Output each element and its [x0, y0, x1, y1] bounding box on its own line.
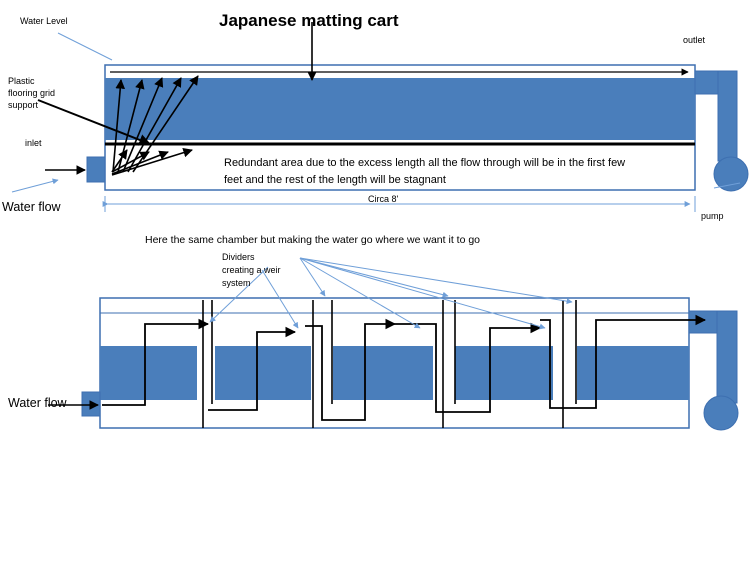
water-flow-pointer-line [11, 178, 59, 193]
water-flow-label-top: Water flow [2, 200, 62, 214]
circa-label: Circa 8' [368, 194, 399, 204]
bottom-water-section-1 [100, 346, 197, 400]
plastic-label-line2: flooring grid [8, 88, 55, 98]
diagram-title: Japanese matting cart [219, 11, 399, 30]
dividers-label-line3: system [222, 278, 251, 288]
top-outlet-pipe-vertical [717, 70, 738, 162]
water-level-label: Water Level [20, 16, 68, 26]
dividers-label-line2: creating a weir [222, 265, 281, 275]
bottom-pump [703, 395, 739, 431]
redundant-area-line2: feet and the rest of the length will be … [224, 174, 446, 186]
top-water-body [105, 78, 695, 140]
top-pump [713, 156, 749, 192]
plastic-label-line1: Plastic [8, 76, 35, 86]
bottom-water-section-3 [333, 346, 433, 400]
redundant-area-line1: Redundant area due to the excess length … [224, 157, 625, 169]
bottom-inlet-pipe [81, 391, 101, 417]
plastic-label-line3: support [8, 100, 39, 110]
top-flow-fan-arrows [111, 75, 199, 176]
bottom-water-section-5 [577, 346, 689, 400]
caption-text: Here the same chamber but making the wat… [145, 234, 480, 246]
pump-pointer-line [713, 182, 741, 189]
top-inlet-pipe [86, 156, 106, 183]
top-chamber-diagram: Japanese matting cart Water Level outlet… [2, 11, 749, 221]
bottom-water-section-4 [455, 346, 553, 400]
water-level-pointer-line [57, 32, 113, 61]
bottom-chamber-diagram: Dividers creating a weir system Water fl… [8, 252, 739, 431]
water-flow-label-bottom: Water flow [8, 396, 68, 410]
pump-label: pump [701, 211, 724, 221]
plastic-pointer-arrow [37, 99, 152, 146]
outlet-label: outlet [683, 35, 706, 45]
dividers-label-line1: Dividers [222, 252, 255, 262]
divider-pointer-lines [209, 257, 573, 330]
weir-flow-arrows [102, 314, 707, 421]
bottom-water-section-2 [215, 346, 311, 400]
inlet-label: inlet [25, 138, 42, 148]
bottom-outlet-pipe-vertical [716, 310, 738, 404]
